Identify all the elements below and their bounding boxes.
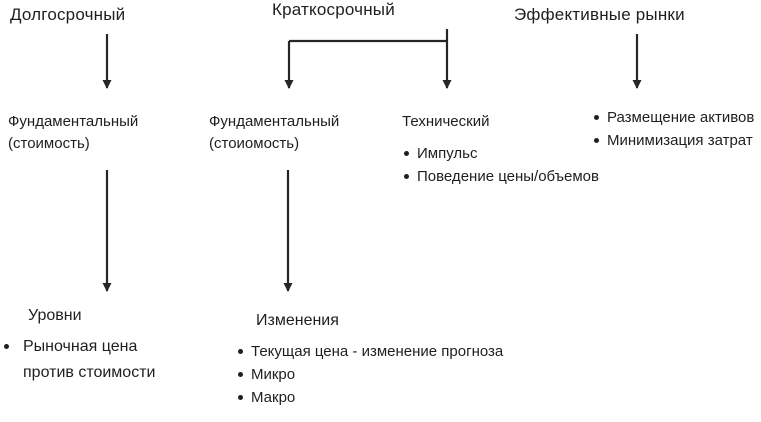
efficient-bullet-list: Размещение активов Минимизация затрат: [594, 107, 754, 153]
long-term-fundamental: Фундаментальный (стоимость): [8, 111, 138, 155]
short-term-fundamental-line1: Фундаментальный: [209, 113, 340, 130]
list-item: Минимизация затрат: [594, 130, 754, 152]
changes-title: Изменения: [256, 312, 339, 329]
list-item: Рыночная цена против стоимости: [4, 334, 173, 386]
bullet-icon: [238, 395, 243, 400]
bullet-text: Текущая цена - изменение прогноза: [251, 343, 504, 360]
bullet-icon: [4, 344, 9, 349]
bullet-icon: [238, 349, 243, 354]
list-item: Текущая цена - изменение прогноза: [238, 341, 503, 363]
technical-bullet-list: Импульс Поведение цены/объемов: [404, 143, 599, 189]
list-item: Микро: [238, 364, 503, 386]
long-term-fundamental-line1: Фундаментальный: [8, 113, 139, 130]
list-item: Поведение цены/объемов: [404, 166, 599, 188]
changes-bullet-list: Текущая цена - изменение прогноза Микро …: [238, 341, 503, 410]
header-short-term: Краткосрочный: [272, 0, 395, 19]
bullet-text: Поведение цены/объемов: [417, 168, 599, 185]
bullet-icon: [404, 174, 409, 179]
header-long-term: Долгосрочный: [10, 5, 126, 24]
header-efficient-markets: Эффективные рынки: [514, 5, 685, 24]
bullet-icon: [594, 138, 599, 143]
bullet-text: Микро: [251, 366, 296, 383]
bullet-icon: [238, 372, 243, 377]
bullet-text: Импульс: [417, 145, 478, 162]
bullet-text: Макро: [251, 389, 296, 406]
levels-title: Уровни: [28, 307, 82, 324]
list-item: Размещение активов: [594, 107, 754, 129]
bullet-icon: [404, 151, 409, 156]
bullet-icon: [594, 115, 599, 120]
levels-bullet-list: Рыночная цена против стоимости: [4, 334, 173, 387]
long-term-fundamental-line2: (стоимость): [8, 135, 90, 152]
bullet-text: Рыночная цена против стоимости: [23, 338, 156, 381]
bullet-text: Размещение активов: [607, 109, 755, 126]
short-term-fundamental: Фундаментальный (стоиомость): [209, 111, 339, 155]
bullet-text: Минимизация затрат: [607, 132, 753, 149]
list-item: Импульс: [404, 143, 599, 165]
short-term-fundamental-line2: (стоиомость): [209, 135, 300, 152]
technical-title: Технический: [402, 113, 490, 130]
list-item: Макро: [238, 387, 503, 409]
